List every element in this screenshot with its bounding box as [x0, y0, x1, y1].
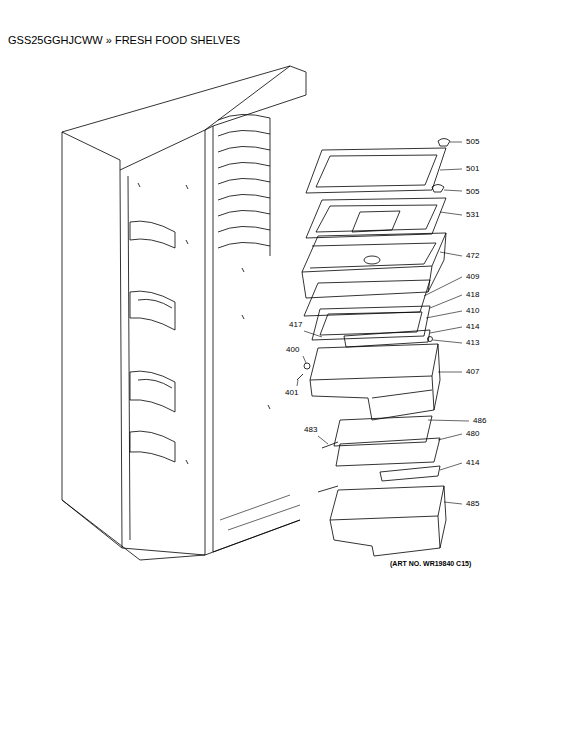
callout-number: 485: [466, 500, 479, 508]
callout-number: 531: [466, 211, 479, 219]
callout-number: 413: [466, 339, 479, 347]
callout-number: 400: [286, 346, 299, 354]
refrigerator-cabinet: [62, 66, 306, 560]
callout-number: 414: [466, 459, 479, 467]
callout-number: 501: [466, 165, 479, 173]
callout-number: 472: [466, 252, 479, 260]
callout-number: 486: [473, 417, 486, 425]
page-title: GSS25GGHJCWW » FRESH FOOD SHELVES: [8, 35, 240, 46]
leader-lines: [297, 142, 469, 504]
callout-number: 414: [466, 323, 479, 331]
callout-number: 418: [466, 291, 479, 299]
callout-number: 409: [466, 273, 479, 281]
callout-number: 407: [466, 368, 479, 376]
callout-number: 483: [304, 426, 317, 434]
art-number-caption: (ART NO. WR19840 C15): [390, 560, 471, 567]
callout-number: 417: [289, 321, 302, 329]
callout-number: 505: [466, 138, 479, 146]
callout-number: 410: [466, 307, 479, 315]
callout-number: 505: [466, 188, 479, 196]
parts-stack: [297, 139, 450, 557]
callout-number: 480: [466, 430, 479, 438]
callout-number: 401: [285, 389, 298, 397]
